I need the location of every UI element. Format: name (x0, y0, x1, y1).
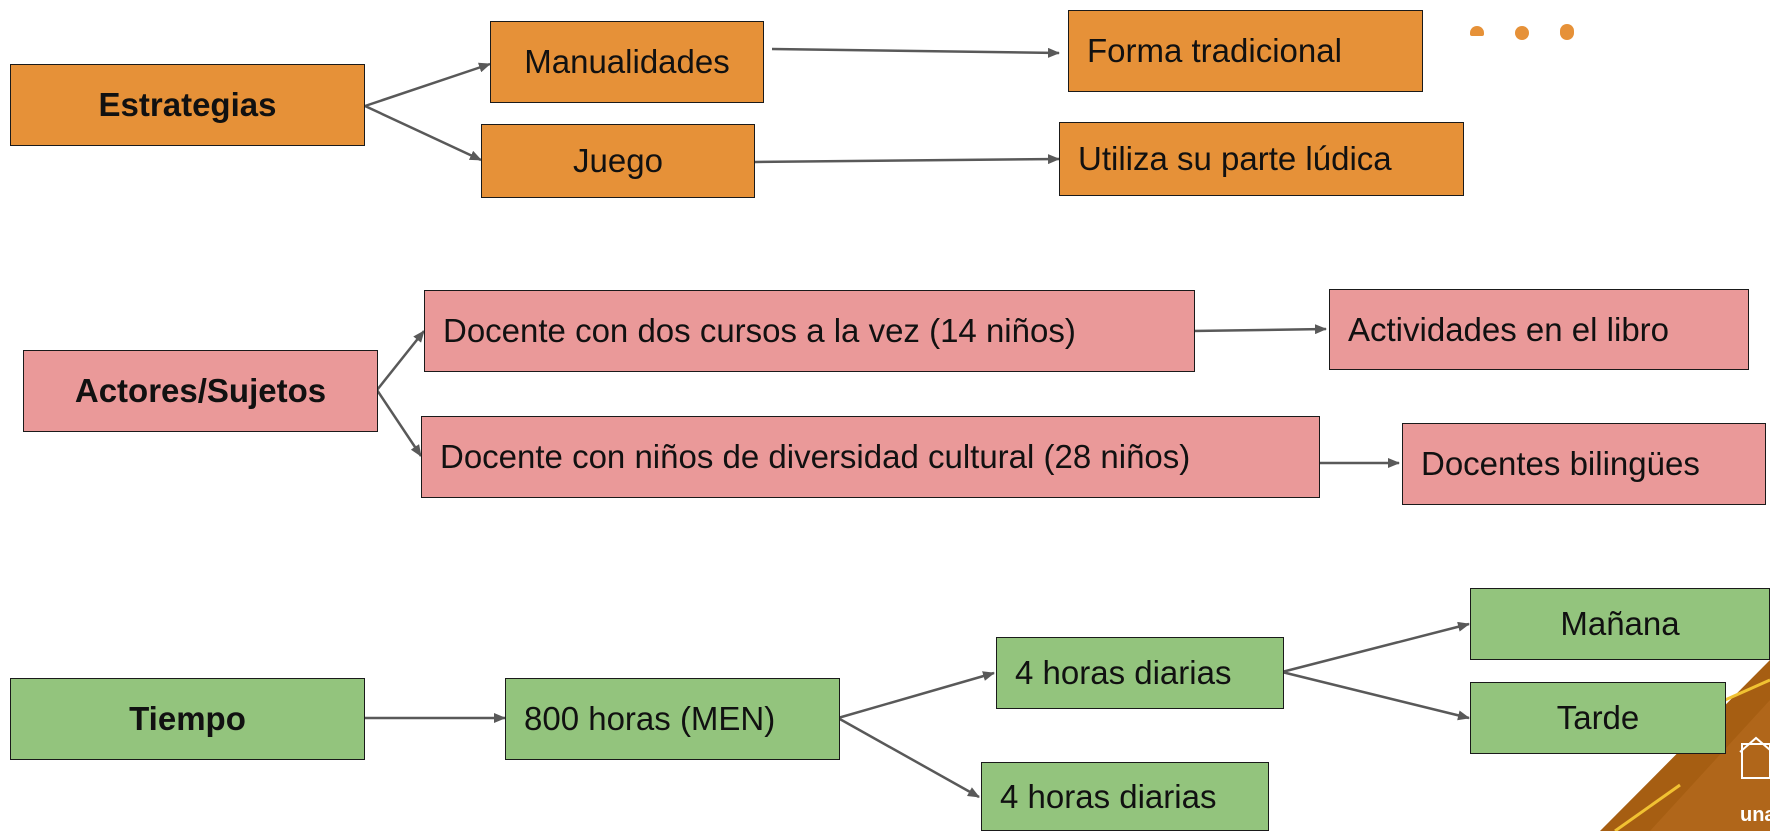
node-4-horas-diarias-2: 4 horas diarias (981, 762, 1269, 831)
node-juego: Juego (481, 124, 755, 198)
node-actividades-libro: Actividades en el libro (1329, 289, 1749, 370)
decorative-dot-partial (1560, 24, 1574, 40)
node-manana: Mañana (1470, 588, 1770, 660)
node-docente-dos-cursos: Docente con dos cursos a la vez (14 niño… (424, 290, 1195, 372)
logo-text: una (1740, 804, 1770, 826)
node-estrategias: Estrategias (10, 64, 365, 146)
node-800-horas: 800 horas (MEN) (505, 678, 840, 760)
node-docente-diversidad: Docente con niños de diversidad cultural… (421, 416, 1320, 498)
node-4-horas-diarias-1: 4 horas diarias (996, 637, 1284, 709)
node-actores-sujetos: Actores/Sujetos (23, 350, 378, 432)
node-tarde: Tarde (1470, 682, 1726, 754)
decorative-dot (1515, 26, 1529, 40)
node-parte-ludica: Utiliza su parte lúdica (1059, 122, 1464, 196)
node-manualidades: Manualidades (490, 21, 764, 103)
node-forma-tradicional: Forma tradicional (1068, 10, 1423, 92)
node-docentes-bilingues: Docentes bilingües (1402, 423, 1766, 505)
decorative-dot-small (1470, 26, 1484, 36)
node-tiempo: Tiempo (10, 678, 365, 760)
